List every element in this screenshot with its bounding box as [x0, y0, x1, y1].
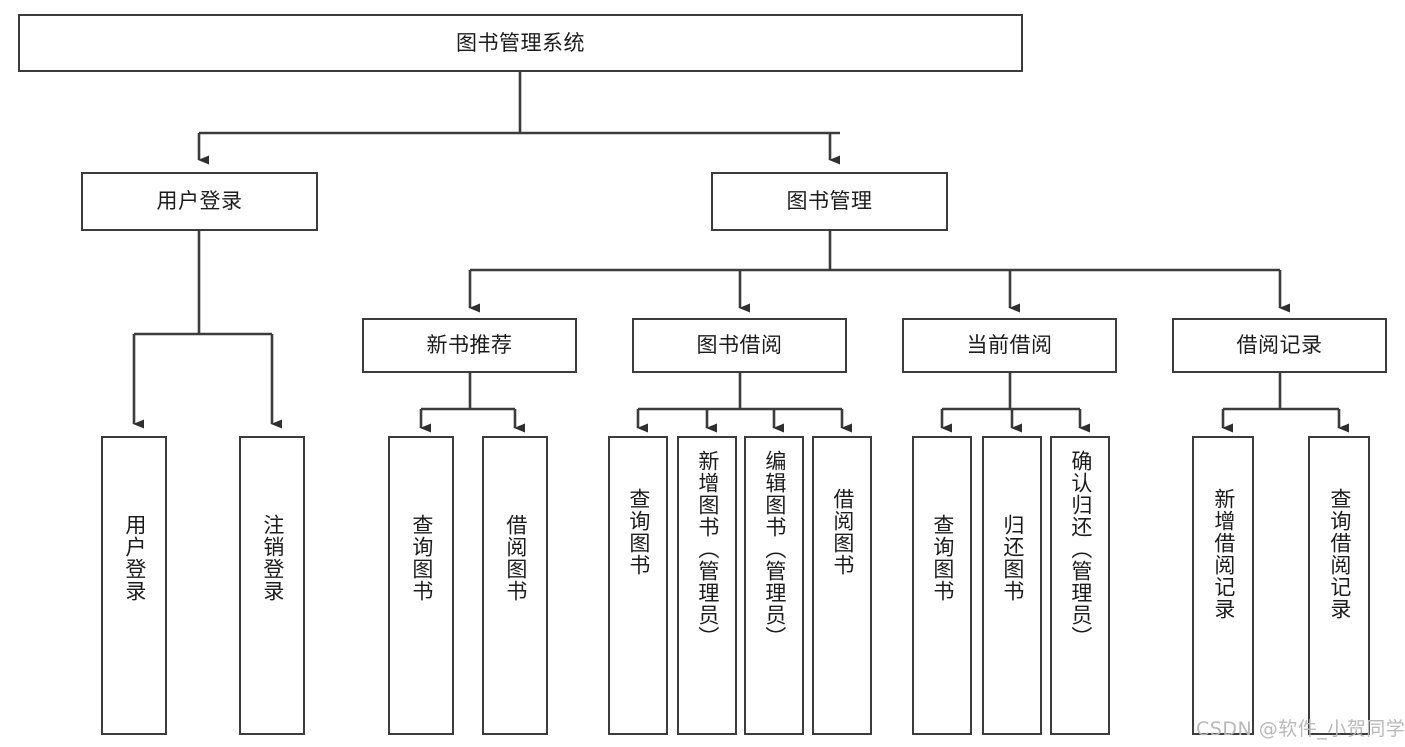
node-user-login-label: 用户登录	[156, 189, 243, 214]
leaf-add-book-admin-label: 新增图书（管理员）	[695, 450, 720, 648]
leaf-borrow-book[interactable]: 借阅图书	[812, 436, 872, 735]
leaf-add-borrow-record-label: 新增借阅记录	[1211, 488, 1236, 620]
leaf-query-book-current[interactable]: 查询图书	[912, 436, 972, 735]
leaf-borrow-book-label: 借阅图书	[830, 488, 855, 576]
leaf-logout[interactable]: 注销登录	[239, 436, 305, 735]
leaf-edit-book-admin[interactable]: 编辑图书（管理员）	[744, 436, 804, 735]
leaf-borrow-book-recommend-label: 借阅图书	[503, 514, 528, 602]
leaf-query-book-current-label: 查询图书	[930, 514, 955, 602]
leaf-edit-book-admin-label: 编辑图书（管理员）	[762, 450, 787, 648]
leaf-query-borrow-record[interactable]: 查询借阅记录	[1308, 436, 1370, 735]
leaf-confirm-return-admin[interactable]: 确认归还（管理员）	[1050, 436, 1110, 735]
node-new-book-recommend-label: 新书推荐	[426, 333, 513, 358]
node-user-login[interactable]: 用户登录	[81, 172, 318, 231]
node-book-management[interactable]: 图书管理	[711, 172, 948, 231]
leaf-user-login[interactable]: 用户登录	[101, 436, 167, 735]
leaf-logout-label: 注销登录	[260, 514, 285, 602]
node-book-management-label: 图书管理	[786, 189, 873, 214]
csdn-watermark: CSDN @软件_小贺同学	[1196, 718, 1405, 740]
node-book-borrow[interactable]: 图书借阅	[632, 318, 847, 373]
leaf-add-borrow-record[interactable]: 新增借阅记录	[1192, 436, 1254, 735]
node-borrow-record[interactable]: 借阅记录	[1172, 318, 1387, 373]
leaf-query-book-borrow[interactable]: 查询图书	[608, 436, 668, 735]
node-current-borrow[interactable]: 当前借阅	[902, 318, 1117, 373]
leaf-user-login-label: 用户登录	[122, 514, 147, 602]
node-root[interactable]: 图书管理系统	[18, 14, 1023, 72]
node-root-label: 图书管理系统	[456, 30, 585, 55]
leaf-borrow-book-recommend[interactable]: 借阅图书	[482, 436, 548, 735]
leaf-query-book-recommend[interactable]: 查询图书	[388, 436, 454, 735]
node-new-book-recommend[interactable]: 新书推荐	[362, 318, 577, 373]
leaf-query-book-borrow-label: 查询图书	[626, 488, 651, 576]
leaf-return-book[interactable]: 归还图书	[982, 436, 1042, 735]
node-current-borrow-label: 当前借阅	[966, 333, 1053, 358]
leaf-confirm-return-admin-label: 确认归还（管理员）	[1068, 450, 1093, 648]
leaf-query-book-recommend-label: 查询图书	[409, 514, 434, 602]
leaf-return-book-label: 归还图书	[1000, 514, 1025, 602]
node-book-borrow-label: 图书借阅	[696, 333, 783, 358]
leaf-add-book-admin[interactable]: 新增图书（管理员）	[677, 436, 737, 735]
leaf-query-borrow-record-label: 查询借阅记录	[1327, 488, 1352, 620]
node-borrow-record-label: 借阅记录	[1236, 333, 1323, 358]
